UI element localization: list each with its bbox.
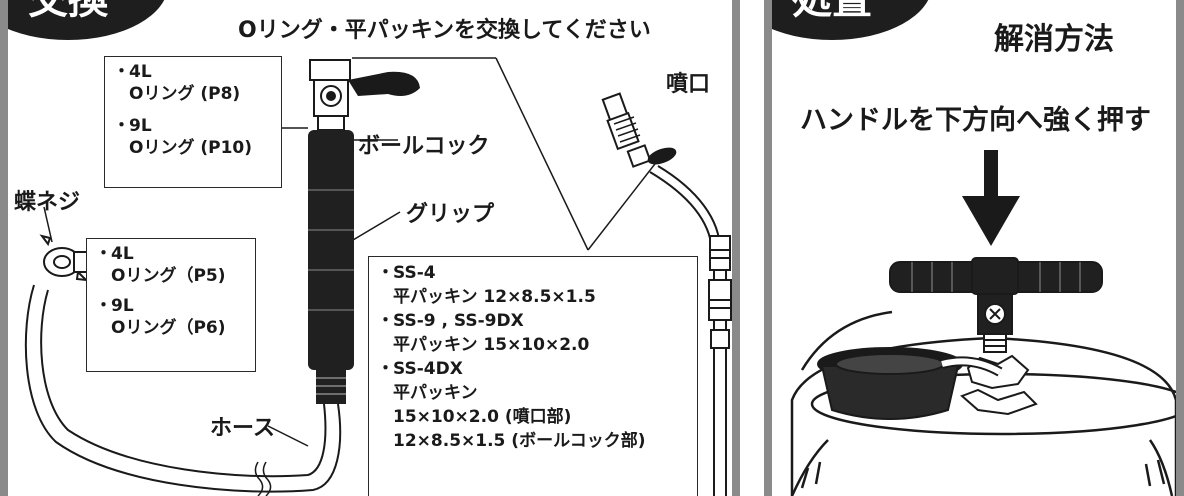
left-section-badge: 交換 — [8, 0, 168, 40]
instruction-text: ハンドルを下方向へ強く押す — [800, 105, 1151, 136]
wing-screw-drawing — [39, 234, 91, 282]
label-hose: ホース — [210, 416, 275, 441]
callout-ball-cock-orings: ・4L Oリング (P8) ・9L Oリング (P10) — [104, 56, 282, 188]
left-panel-title: Oリング・平パッキンを交換してください — [238, 18, 651, 43]
pump-handle-drawing — [889, 257, 1103, 353]
down-arrow-icon — [962, 150, 1020, 246]
label-ball-cock: ボールコック — [358, 134, 490, 159]
tank-handle-illustration — [790, 150, 1176, 496]
label-nozzle: 噴口 — [666, 72, 711, 97]
grip-drawing — [308, 130, 354, 404]
ball-cock-drawing — [309, 59, 420, 131]
right-panel-title: 解消方法 — [994, 22, 1114, 57]
hose-drawing — [24, 284, 342, 496]
tank-fittings-drawing — [940, 354, 1038, 416]
right-panel: 処置 解消方法 ハンドルを下方向へ強く押す — [764, 0, 1184, 496]
tank-cap-drawing — [817, 347, 963, 420]
right-section-badge: 処置 — [772, 0, 932, 40]
panel-gutter — [740, 0, 764, 496]
leader-lines — [43, 57, 659, 447]
left-panel: 交換 Oリング・平パッキンを交換してください — [0, 0, 740, 496]
callout-flat-packing: ・SS-4 平パッキン 12×8.5×1.5 ・SS-9 , SS-9DX 平パ… — [368, 256, 698, 496]
label-wing-screw: 蝶ネジ — [14, 190, 81, 215]
label-grip: グリップ — [406, 202, 495, 227]
callout-wing-screw-orings: ・4L Oリング（P5) ・9L Oリング（P6) — [86, 238, 256, 372]
nozzle-wand-drawing — [601, 92, 732, 496]
